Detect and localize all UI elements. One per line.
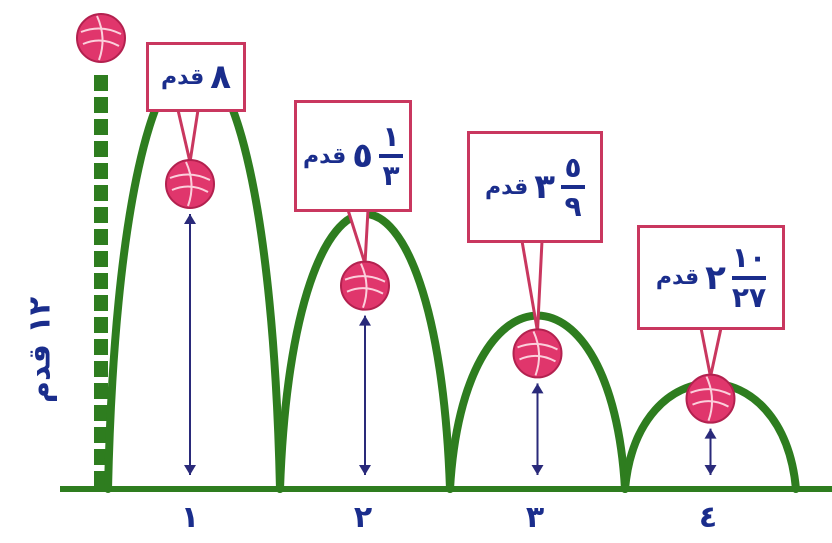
- initial-ball: [77, 14, 125, 62]
- bounce-3-whole: ٣: [534, 167, 555, 207]
- bounce-2-callout-pointer: [348, 210, 368, 264]
- bounce-1-number: ١: [181, 500, 199, 535]
- bounce-2-numerator: ١: [382, 122, 399, 151]
- bounce-4-height-callout: ١٠ ٢٧ ٢ قدم: [637, 225, 785, 330]
- fraction-bar: [561, 185, 585, 189]
- arrowhead-down: [184, 465, 196, 475]
- bounce-1-height-callout: ٨ قدم: [146, 42, 246, 112]
- bounce-4-numerator: ١٠: [732, 243, 766, 272]
- bounce-3-unit: قدم: [485, 175, 528, 200]
- bounce-2-ball: [341, 262, 389, 310]
- bounce-3-fraction: ٥ ٩: [561, 153, 585, 222]
- bounce-2-denominator: ٣: [382, 161, 399, 190]
- bounce-4-fraction: ١٠ ٢٧: [732, 243, 766, 312]
- arrowhead-up: [532, 383, 544, 393]
- arrowhead-up: [184, 214, 196, 224]
- bounce-4-denominator: ٢٧: [732, 283, 766, 312]
- bounce-1-unit: قدم: [161, 65, 204, 90]
- bounce-4-whole: ٢: [705, 258, 726, 298]
- bounce-4-ball: [687, 375, 735, 423]
- arrowhead-up: [705, 429, 717, 439]
- bounce-1-callout-pointer: [178, 110, 198, 162]
- bounce-4-unit: قدم: [656, 265, 699, 290]
- bounce-4-number: ٤: [699, 500, 717, 535]
- bounce-3-numerator: ٥: [564, 153, 581, 182]
- initial-height-label: ١٢ قدم: [23, 297, 58, 403]
- bounce-1-ball: [166, 160, 214, 208]
- bounce-2-height-callout: ١ ٣ ٥ قدم: [294, 100, 412, 212]
- bounce-2-whole: ٥: [352, 136, 373, 176]
- bounce-2-number: ٢: [354, 500, 372, 535]
- fraction-bar: [379, 154, 403, 158]
- arrowhead-up: [359, 316, 371, 326]
- bounce-4-callout-pointer: [701, 328, 721, 377]
- bounce-3-number: ٣: [526, 500, 544, 535]
- bounce-3-height-callout: ٥ ٩ ٣ قدم: [467, 131, 603, 243]
- bounce-2-unit: قدم: [303, 144, 346, 169]
- bounce-3-ball: [514, 329, 562, 377]
- fraction-bar: [732, 276, 766, 280]
- bounce-2-fraction: ١ ٣: [379, 122, 403, 191]
- bounce-1-whole: ٨: [210, 57, 231, 97]
- arrowhead-down: [359, 465, 371, 475]
- bounce-3-denominator: ٩: [564, 192, 581, 221]
- arrowhead-down: [705, 465, 717, 475]
- arrowhead-down: [532, 465, 544, 475]
